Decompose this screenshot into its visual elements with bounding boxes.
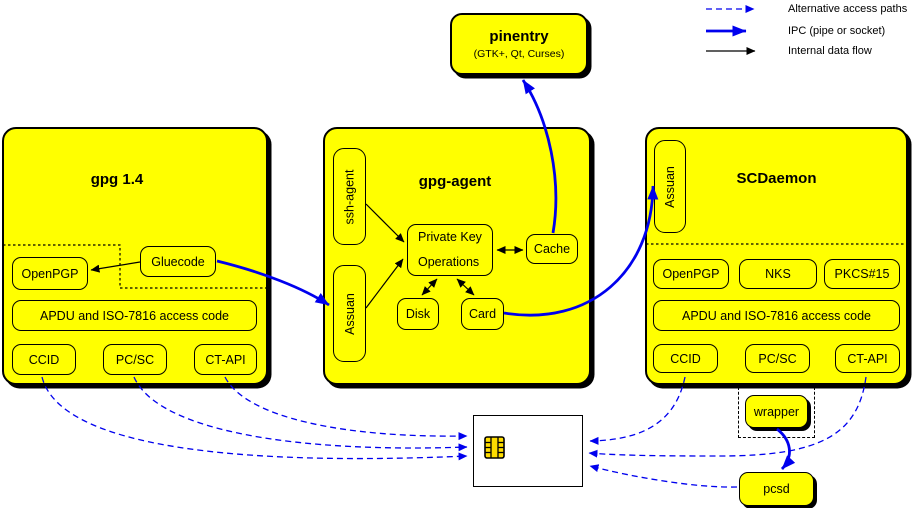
private-key-operations-node: Private Key Operations	[407, 224, 493, 276]
gpg14-ccid-node: CCID	[12, 344, 76, 375]
scdaemon-title: SCDaemon	[736, 170, 817, 187]
legend-ipc-label: IPC (pipe or socket)	[788, 25, 886, 37]
gpg-agent-assuan-label: Assuan	[342, 292, 357, 335]
pinentry-node: pinentry (GTK+, Qt, Curses)	[450, 13, 588, 75]
smartcard	[473, 415, 583, 487]
alt-pcsd-to-card	[589, 464, 738, 488]
pko-line1: Private Key	[418, 230, 482, 244]
alt-gpg14-pcsc-to-card	[133, 376, 468, 452]
scdaemon-openpgp-node: OpenPGP	[653, 259, 729, 289]
alt-gpg14-ctapi-to-card	[224, 376, 468, 441]
scdaemon-pkcs15-node: PKCS#15	[824, 259, 900, 289]
cache-node: Cache	[526, 234, 578, 264]
pinentry-title: pinentry	[489, 28, 549, 45]
pko-line2: Operations	[418, 255, 480, 269]
gpg14-gluecode-node: Gluecode	[140, 246, 216, 277]
scdaemon-ccid-node: CCID	[653, 344, 718, 373]
legend-internal-flow-label: Internal data flow	[788, 45, 872, 57]
scdaemon-pcsc-node: PC/SC	[745, 344, 810, 373]
alt-scdaemon-ctapi-to-card	[588, 376, 867, 458]
scdaemon-assuan-node: Assuan	[654, 140, 686, 233]
gpg14-ctapi-node: CT-API	[194, 344, 257, 375]
disk-node: Disk	[397, 298, 439, 330]
alt-gpg14-ccid-to-card	[41, 376, 468, 461]
gpg14-apdu-node: APDU and ISO-7816 access code	[12, 300, 257, 331]
legend-alt-paths-label: Alternative access paths	[788, 3, 908, 15]
scdaemon-ctapi-node: CT-API	[835, 344, 900, 373]
ssh-agent-label: ssh-agent	[342, 169, 357, 224]
wrapper-node: wrapper	[745, 395, 808, 428]
gpg14-openpgp-node: OpenPGP	[12, 257, 88, 290]
gpg14-title: gpg 1.4	[90, 171, 144, 188]
scdaemon-nks-node: NKS	[739, 259, 817, 289]
scdaemon-apdu-node: APDU and ISO-7816 access code	[653, 300, 900, 331]
gpg-agent-title: gpg-agent	[418, 173, 492, 190]
gpg14-pcsc-node: PC/SC	[103, 344, 167, 375]
card-node: Card	[461, 298, 504, 330]
gpg-agent-assuan-node: Assuan	[333, 265, 366, 362]
pcsd-node: pcsd	[739, 472, 814, 506]
smartcard-chip-icon	[484, 436, 505, 459]
gpg-agent-ssh-agent-node: ssh-agent	[333, 148, 366, 245]
scdaemon-assuan-label: Assuan	[663, 165, 678, 208]
pinentry-subtitle: (GTK+, Qt, Curses)	[473, 48, 565, 60]
alt-scdaemon-ccid-to-card	[589, 376, 686, 445]
